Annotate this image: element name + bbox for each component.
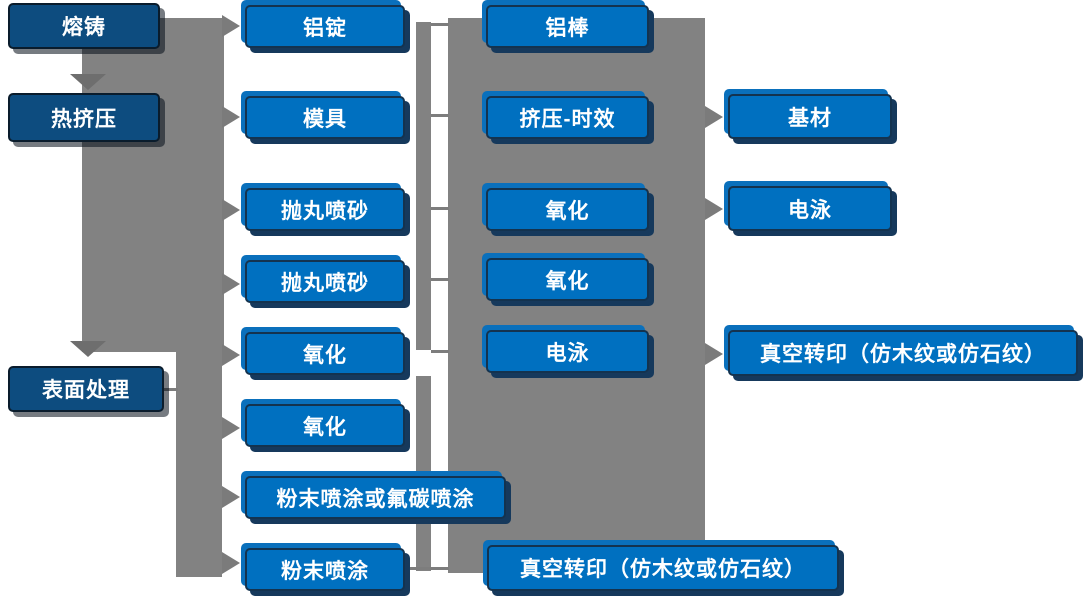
- node-aluminum-rod: 铝棒: [486, 5, 649, 48]
- connector-surface-treatment-link: [163, 388, 178, 391]
- connector-tick-row3: [431, 207, 449, 210]
- connector-tick-row8: [407, 567, 449, 570]
- arrow-right-to-mold-icon: [222, 106, 240, 128]
- node-extrusion-aging: 挤压-时效: [486, 96, 649, 139]
- node-melt-casting: 熔铸: [8, 3, 160, 49]
- arrow-down-to-surface-treatment-icon: [70, 341, 106, 357]
- arrow-right-to-vacuum-transfer-icon: [705, 343, 723, 365]
- connector-tick-row5: [431, 350, 449, 353]
- connector-left-trunk-lower: [176, 352, 222, 577]
- arrow-right-to-electrophoresis-icon: [705, 198, 723, 220]
- node-mold: 模具: [245, 96, 405, 139]
- node-hot-extrusion: 热挤压: [8, 93, 160, 142]
- node-surface-treatment: 表面处理: [8, 366, 164, 412]
- arrow-right-to-aluminum-ingot-icon: [222, 15, 240, 37]
- node-oxidation-c3-1: 氧化: [486, 188, 649, 231]
- arrow-right-to-shot-blast-2-icon: [222, 273, 240, 295]
- node-powder-or-fluorocarbon-coating: 粉末喷涂或氟碳喷涂: [245, 476, 506, 519]
- arrow-down-to-hot-extrusion-icon: [70, 74, 106, 90]
- connector-tick-row1: [431, 23, 449, 26]
- node-oxidation-c3-2: 氧化: [486, 258, 649, 301]
- node-shot-blast-2: 抛丸喷砂: [245, 260, 405, 303]
- arrow-right-to-oxidation-2-icon: [222, 417, 240, 439]
- node-powder-coating: 粉末喷涂: [245, 548, 405, 591]
- connector-tick-row4: [431, 278, 449, 281]
- node-vacuum-transfer-right: 真空转印（仿木纹或仿石纹）: [728, 330, 1078, 376]
- arrow-right-to-powder-fluorocarbon-icon: [222, 486, 240, 508]
- node-electrophoresis-c3: 电泳: [486, 330, 649, 373]
- arrow-right-to-shot-blast-1-icon: [222, 199, 240, 221]
- node-oxidation-c2-2: 氧化: [245, 404, 405, 447]
- arrow-right-to-base-material-icon: [705, 106, 723, 128]
- node-electrophoresis-c4: 电泳: [728, 186, 892, 231]
- node-base-material: 基材: [728, 94, 892, 139]
- node-vacuum-transfer-bottom: 真空转印（仿木纹或仿石纹）: [487, 545, 839, 591]
- node-oxidation-c2-1: 氧化: [245, 332, 405, 375]
- node-aluminum-ingot: 铝锭: [245, 5, 405, 48]
- connector-left-trunk: [82, 18, 224, 352]
- node-shot-blast-1: 抛丸喷砂: [245, 188, 405, 231]
- connector-mid-bar-upper: [416, 22, 431, 350]
- arrow-right-to-powder-coating-icon: [222, 552, 240, 574]
- connector-mid-bar-lower: [416, 376, 431, 571]
- connector-tick-row2: [431, 114, 449, 117]
- arrow-right-to-oxidation-1-icon: [222, 344, 240, 366]
